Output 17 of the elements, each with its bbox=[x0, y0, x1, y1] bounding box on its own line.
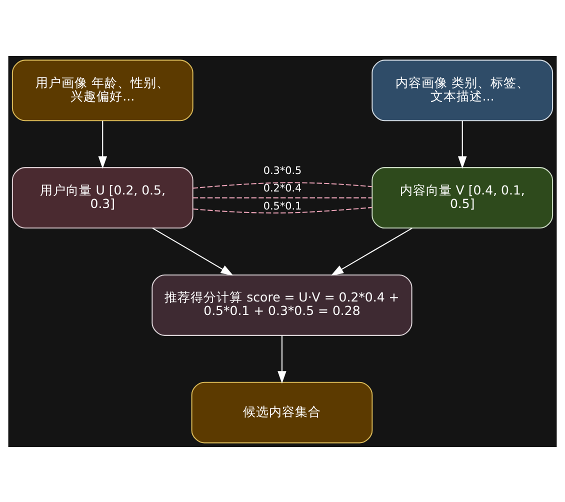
node-box: 用户向量 U [0.2, 0.5, 0.3] bbox=[12, 166, 194, 228]
arrow bbox=[458, 120, 467, 168]
connector bbox=[192, 196, 372, 198]
arrow bbox=[330, 227, 412, 276]
arrow bbox=[278, 335, 286, 384]
node-box: 用户画像 年龄、性别、兴趣偏好... bbox=[12, 59, 194, 121]
connector bbox=[192, 182, 372, 188]
arrow bbox=[98, 120, 108, 168]
edge-label: 0.3*0.5 bbox=[263, 164, 302, 176]
node-box: 候选内容集合 bbox=[191, 381, 373, 443]
edge-label: 0.5*0.1 bbox=[263, 200, 302, 212]
arrow bbox=[152, 227, 234, 276]
edge-label: 0.2*0.4 bbox=[263, 182, 302, 194]
node-box: 内容画像 类别、标签、文本描述... bbox=[372, 59, 554, 121]
connector bbox=[193, 206, 372, 213]
node-box: 推荐得分计算 score = U·V = 0.2*0.4 + 0.5*0.1 + 0.3*0.5 = 0.28 bbox=[152, 274, 412, 336]
node-box: 内容向量 V [0.4, 0.1, 0.5] bbox=[372, 166, 554, 228]
